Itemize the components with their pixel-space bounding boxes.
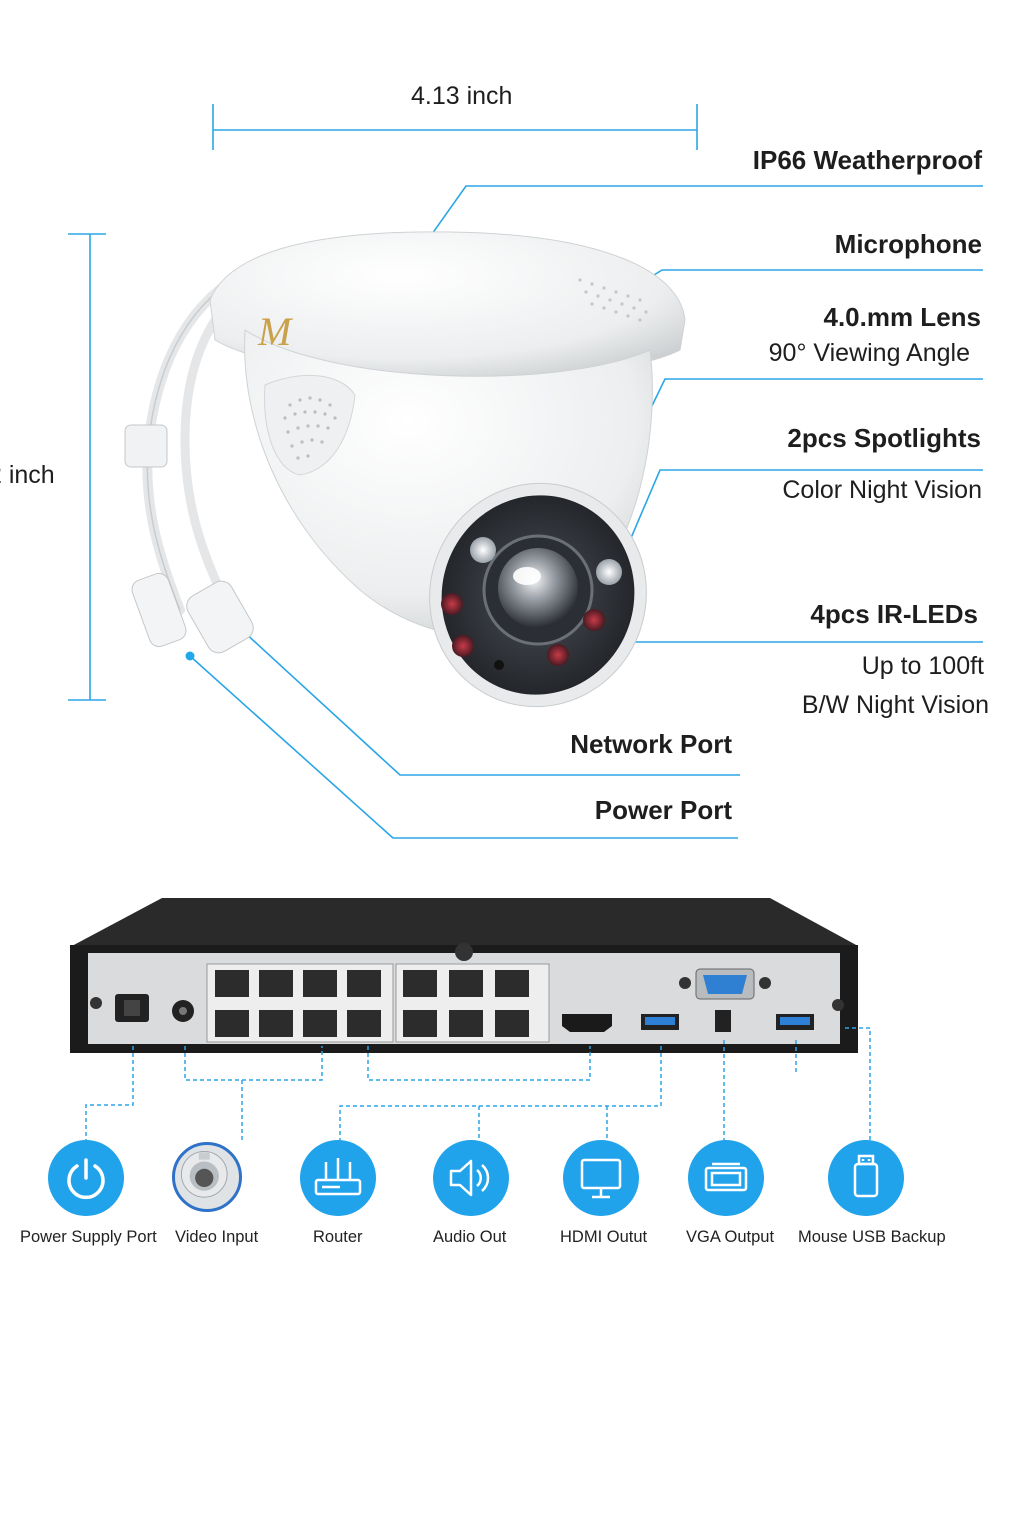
- video-input-circle: [172, 1142, 242, 1212]
- bnc-connector-icon: [180, 1150, 228, 1198]
- dome-camera-illustration: M: [124, 231, 686, 708]
- nvr-rear-panel-illustration: [70, 898, 871, 1140]
- power-icon: [67, 1158, 105, 1200]
- vga-icon: [704, 1162, 748, 1192]
- audio-out-circle: [433, 1140, 509, 1216]
- callout-lens-title: 4.0.mm Lens: [823, 302, 981, 332]
- port-label-video-input: Video Input: [175, 1228, 259, 1246]
- callout-lens-sub: 90° Viewing Angle: [768, 339, 970, 367]
- port-label-vga: VGA Output: [686, 1228, 775, 1246]
- hdmi-output-circle: [563, 1140, 639, 1216]
- port-label-usb: Mouse USB Backup: [798, 1228, 946, 1246]
- callout-spotlights-sub: Color Night Vision: [782, 476, 982, 504]
- callout-irleds-title: 4pcs IR-LEDs: [810, 599, 978, 629]
- mouse-usb-backup-circle: [828, 1140, 904, 1216]
- port-label-audio-out: Audio Out: [433, 1228, 507, 1246]
- height-dimension-label: 2 inch: [0, 461, 55, 489]
- callout-ip66: IP66 Weatherproof: [752, 145, 982, 175]
- svg-text:M: M: [257, 309, 294, 354]
- power-supply-port-circle: [48, 1140, 124, 1216]
- port-label-hdmi: HDMI Outut: [560, 1228, 648, 1246]
- width-dimension-label: 4.13 inch: [411, 82, 513, 110]
- callout-irleds-range: Up to 100ft: [861, 652, 984, 680]
- router-icon: [314, 1158, 362, 1196]
- port-label-power-supply: Power Supply Port: [20, 1228, 157, 1246]
- callout-microphone: Microphone: [834, 229, 982, 259]
- router-circle: [300, 1140, 376, 1216]
- speaker-icon: [449, 1159, 490, 1197]
- callout-network-port: Network Port: [570, 729, 732, 759]
- callout-spotlights-title: 2pcs Spotlights: [787, 423, 981, 453]
- vga-output-circle: [688, 1140, 764, 1216]
- callout-irleds-sub: B/W Night Vision: [801, 691, 989, 719]
- monitor-icon: [580, 1158, 622, 1199]
- port-label-router: Router: [313, 1228, 363, 1246]
- usb-icon: [853, 1154, 879, 1198]
- callout-power-port: Power Port: [594, 795, 732, 825]
